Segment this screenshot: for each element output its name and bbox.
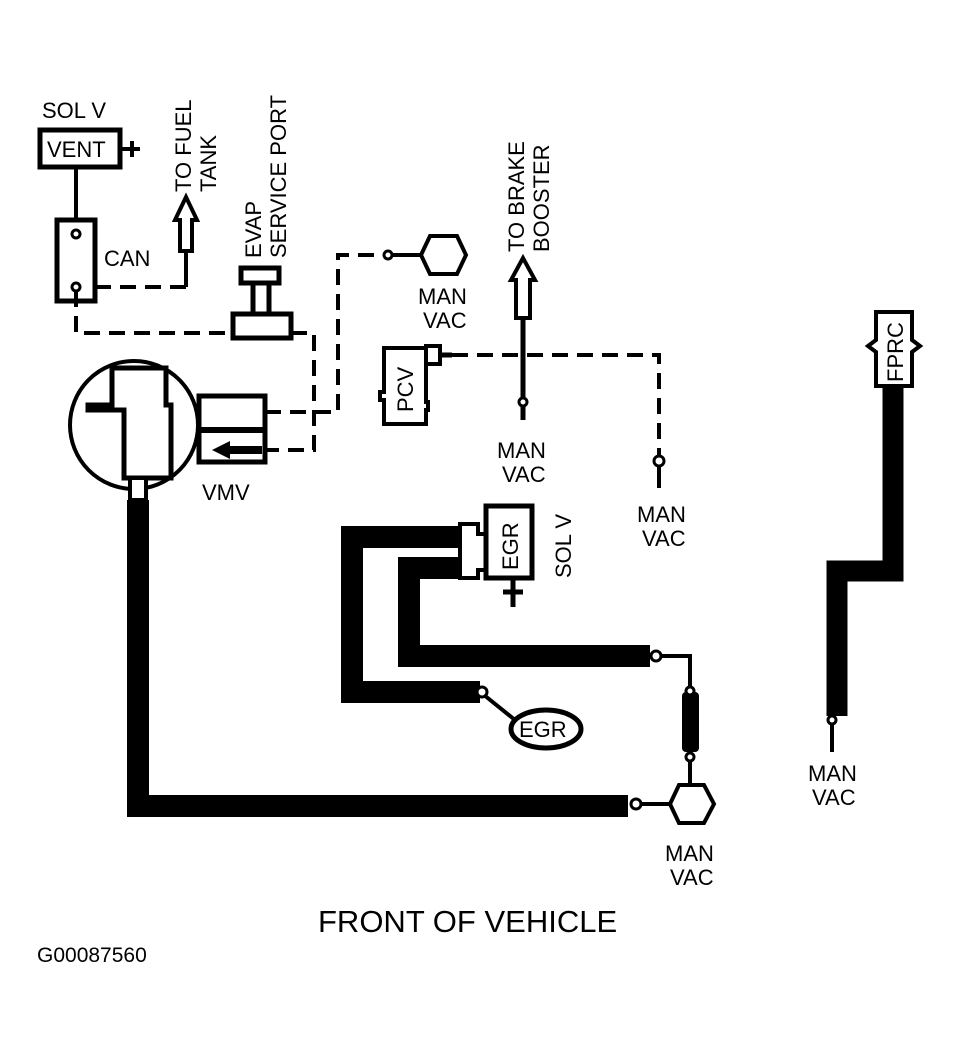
vent-solenoid-label: VENT	[47, 137, 106, 162]
man-vac-right: MAN VAC	[637, 454, 686, 551]
canister: CAN	[54, 217, 150, 304]
man-vac-right-label-2: VAC	[642, 526, 686, 551]
diagram-title: FRONT OF VEHICLE	[318, 904, 617, 939]
canister-label: CAN	[104, 246, 150, 271]
pcv-label: PCV	[393, 366, 418, 412]
vent-solenoid-body	[37, 127, 123, 170]
man-vac-top-label-1: MAN	[418, 284, 467, 309]
fuel-tank-label-1: TO FUEL	[171, 99, 196, 192]
electrical-connector-icon	[120, 141, 140, 157]
egr-valve-body	[508, 707, 584, 751]
man-vac-center: MAN VAC	[497, 438, 546, 487]
pcv-body	[378, 346, 430, 426]
vent-solenoid-caption: SOL V	[42, 98, 106, 123]
vmv: VMV	[68, 359, 268, 505]
vmv-t-fitting	[85, 365, 174, 481]
evap-port-to-vmv-line	[265, 331, 316, 452]
restrictor-port-top	[684, 685, 696, 697]
man-vac-bottom-label-2: VAC	[670, 865, 714, 890]
man-vac-fprc-label-2: VAC	[812, 785, 856, 810]
man-vac-bottom-fitting	[667, 783, 717, 825]
fprc-label: FPRC	[883, 322, 908, 382]
man-vac-bottom: MAN VAC	[629, 783, 717, 890]
egr-solenoid: EGR SOL V	[458, 503, 576, 607]
fprc-man-vac-connector	[826, 714, 838, 726]
evap-service-port: EVAP SERVICE PORT	[230, 95, 294, 341]
pcv-nipple	[424, 344, 442, 366]
canister-to-evap-port-line	[74, 291, 233, 335]
vmv-label: VMV	[202, 480, 250, 505]
evap-port-base	[230, 311, 294, 341]
egr-solenoid-body	[483, 503, 535, 581]
up-arrow-icon	[507, 253, 539, 320]
man-vac-right-connector	[652, 454, 666, 468]
fuel-tank-port: TO FUEL TANK	[171, 99, 221, 287]
fprc-to-man-vac-hose	[826, 385, 904, 716]
fuel-tank-label-2: TANK	[196, 135, 221, 192]
fprc: FPRC MAN VAC	[808, 310, 924, 810]
electrical-connector-icon	[503, 578, 523, 607]
vmv-outlet-nipple	[128, 476, 148, 502]
flow-arrow-icon	[212, 441, 262, 459]
egr-valve-tube	[482, 693, 517, 722]
evap-port-label-2: SERVICE PORT	[266, 95, 291, 258]
man-vac-top-connector	[382, 249, 394, 261]
egr-solenoid-label: EGR	[498, 522, 523, 570]
vmv-to-man-vac-hose	[127, 500, 628, 817]
man-vac-right-label-1: MAN	[637, 502, 686, 527]
fprc-body	[864, 310, 924, 388]
canister-port-top	[70, 228, 82, 240]
up-arrow-icon	[171, 192, 201, 253]
brake-booster-connector	[517, 396, 529, 408]
egr-valve: EGR	[475, 685, 584, 751]
figure-id: G00087560	[37, 944, 147, 967]
restrictor-upper-tube	[661, 654, 692, 688]
egr-solenoid-caption: SOL V	[551, 514, 576, 578]
restrictor-port-bottom	[684, 751, 696, 763]
vmv-to-man-vac-line	[265, 253, 385, 414]
brake-booster-label-1: TO BRAKE	[504, 141, 529, 252]
egr-sol-to-man-vac-hose	[398, 557, 650, 667]
brake-booster-port: TO BRAKE BOOSTER	[504, 141, 554, 420]
canister-port-bottom	[70, 281, 82, 293]
man-vac-fprc-label-1: MAN	[808, 761, 857, 786]
egr-sol-to-egr-valve-hose	[341, 526, 480, 703]
man-vac-bottom-label-1: MAN	[665, 841, 714, 866]
brake-booster-label-2: BOOSTER	[529, 144, 554, 252]
evap-port-stem	[250, 280, 272, 317]
restrictor-body	[682, 692, 699, 752]
egr-valve-label: EGR	[519, 717, 567, 742]
man-vac-top-fitting	[418, 234, 469, 276]
man-vac-bottom-connector	[629, 797, 643, 811]
vent-solenoid: SOL V VENT	[37, 98, 140, 222]
man-vac-hose-connector	[649, 649, 663, 663]
man-vac-center-label-2: VAC	[502, 462, 546, 487]
man-vac-top-label-2: VAC	[423, 308, 467, 333]
man-vac-center-label-1: MAN	[497, 438, 546, 463]
inline-restrictor	[649, 649, 699, 786]
evap-port-label-1: EVAP	[241, 201, 266, 258]
pcv-to-man-vac-line	[452, 353, 661, 460]
pcv-valve: PCV	[378, 344, 452, 426]
man-vac-top: MAN VAC	[382, 234, 469, 333]
egr-solenoid-ports	[458, 522, 488, 580]
